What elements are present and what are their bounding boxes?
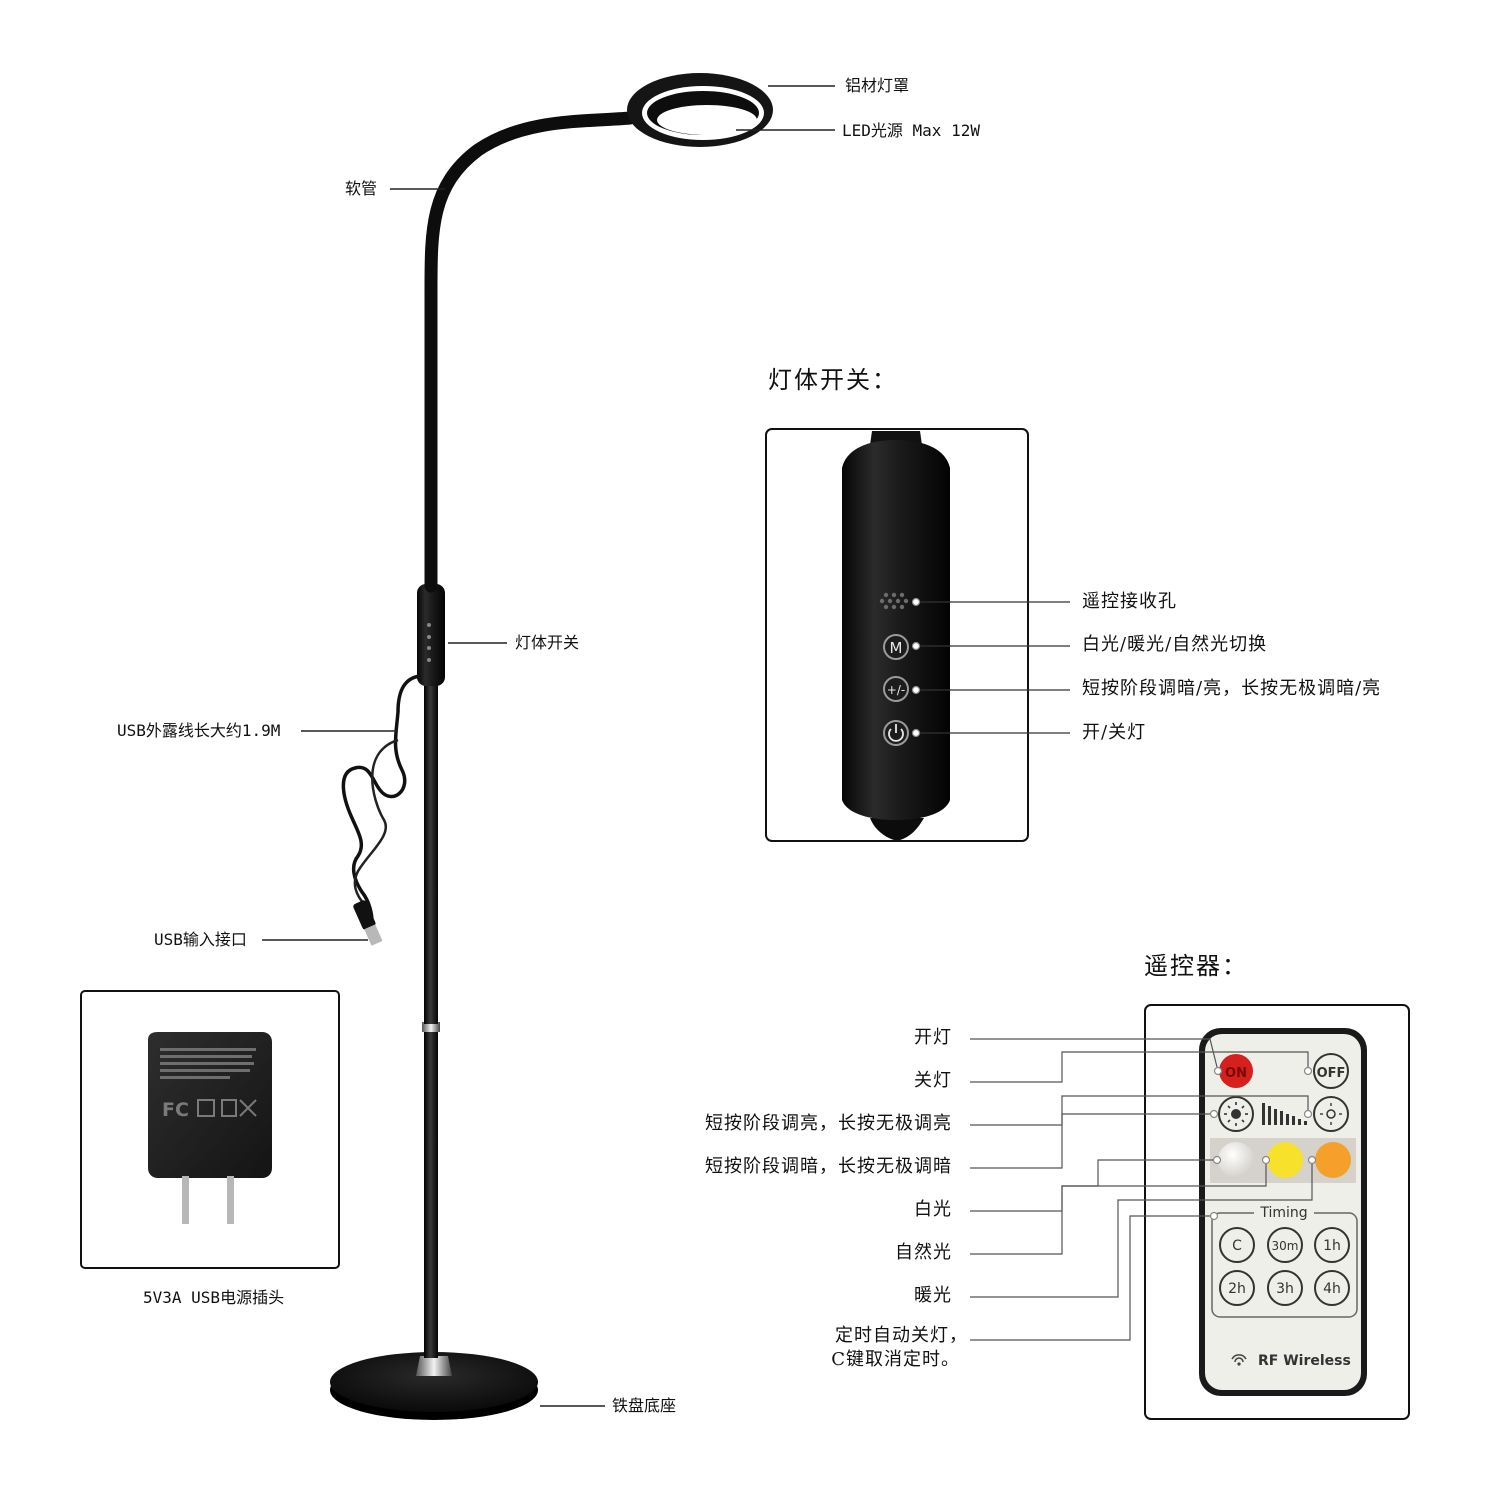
label-led: LED光源 Max 12W	[842, 121, 980, 140]
base-collar	[416, 1356, 452, 1376]
timer-2h-label: 2h	[1228, 1281, 1246, 1297]
remote-illustration: ON OFF	[1144, 1004, 1410, 1420]
lamp-switch-body	[417, 584, 445, 686]
label-off: 关灯	[914, 1070, 952, 1091]
power-icon	[888, 728, 904, 742]
mode-button-label: M	[890, 639, 903, 657]
remote-brand: RF Wireless	[1258, 1353, 1351, 1369]
sun-icon-dim	[1231, 1109, 1241, 1119]
label-base: 铁盘底座	[612, 1396, 677, 1415]
label-usb-cable: USB外露线长大约1.9M	[117, 721, 281, 740]
remote-on-label: ON	[1225, 1066, 1247, 1081]
label-switch: 灯体开关	[515, 633, 580, 652]
label-shade: 铝材灯罩	[845, 76, 910, 95]
remote-leader-lines	[970, 1038, 1313, 1341]
label-hose: 软管	[345, 179, 378, 198]
label-power: 开/关灯	[1082, 722, 1147, 743]
adapter-illustration: FC	[80, 990, 340, 1269]
label-timer-line1: 定时自动关灯，	[835, 1325, 968, 1346]
floor-lamp	[262, 73, 835, 1420]
label-receiver: 遥控接收孔	[1082, 591, 1177, 612]
lamp-base	[330, 1352, 538, 1412]
timer-4h-label: 4h	[1323, 1281, 1341, 1297]
switch-heading: 灯体开关：	[768, 366, 898, 394]
receiver-holes	[879, 592, 909, 610]
dim-button-label: +/-	[887, 683, 905, 697]
sun-icon-bright	[1326, 1109, 1336, 1119]
remote-off-label: OFF	[1317, 1066, 1346, 1081]
lamp-pole-lower	[424, 1030, 438, 1358]
label-warm: 暖光	[914, 1285, 952, 1306]
lamp-pole-upper	[424, 680, 438, 1024]
label-dim: 短按阶段调暗/亮，长按无极调暗/亮	[1082, 678, 1382, 699]
label-timer-line2: C键取消定时。	[831, 1349, 960, 1370]
label-natural: 自然光	[895, 1242, 952, 1263]
wireless-icon	[1231, 1354, 1247, 1363]
label-brighter: 短按阶段调亮，长按无极调亮	[705, 1113, 952, 1134]
gooseneck-hose	[424, 111, 637, 593]
timer-30m-label: 30m	[1272, 1239, 1299, 1253]
label-white: 白光	[914, 1199, 952, 1220]
label-mode: 白光/暖光/自然光切换	[1082, 634, 1268, 655]
usb-plug	[353, 900, 383, 946]
switch-leader-lines	[920, 601, 1070, 734]
adapter-caption: 5V3A USB电源插头	[143, 1288, 285, 1307]
switch-closeup: M +/-	[765, 428, 1029, 842]
timer-1h-label: 1h	[1323, 1238, 1341, 1254]
timer-c-label: C	[1232, 1238, 1242, 1254]
fc-mark: FC	[162, 1099, 189, 1121]
timing-label: Timing	[1259, 1205, 1307, 1221]
pole-joint	[422, 1022, 440, 1032]
lamp-leader-lines	[262, 85, 835, 1407]
level-bars	[1262, 1103, 1307, 1125]
remote-heading: 遥控器：	[1144, 952, 1248, 980]
label-dimmer: 短按阶段调暗，长按无极调暗	[705, 1156, 952, 1177]
label-on: 开灯	[914, 1027, 952, 1048]
timer-3h-label: 3h	[1276, 1281, 1294, 1297]
label-usb-input: USB输入接口	[154, 930, 247, 949]
